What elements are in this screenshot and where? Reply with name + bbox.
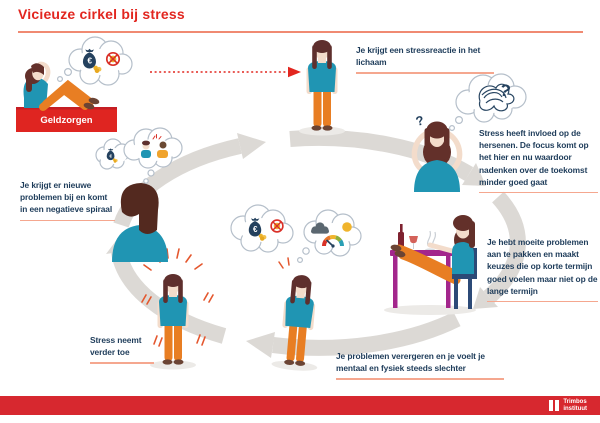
no-money-icon	[105, 51, 121, 67]
footer-bar: Trimbos instituut	[0, 396, 600, 415]
person-problems-worsen	[271, 257, 326, 373]
thought-bubble-money-center	[230, 204, 310, 264]
step-text-stress-increases: Stress neemt verder toe	[90, 334, 154, 364]
person-short-term-choices	[384, 215, 477, 315]
step-text-stress-reaction: Je krijgt een stressreactie in het licha…	[356, 44, 494, 74]
argument-icon	[141, 134, 168, 158]
stress-gauge-icon	[321, 234, 345, 248]
person-brain-focus	[411, 121, 463, 192]
logo-line1: Trimbos	[563, 399, 587, 405]
tangled-thoughts-icon	[478, 83, 515, 112]
cloud-icon	[311, 222, 329, 234]
trigger-arrow	[150, 66, 301, 78]
thought-bubble-money-topleft	[56, 36, 133, 86]
stress-marks	[141, 248, 214, 347]
logo-bar-icon	[549, 400, 554, 412]
step-text-new-problems: Je krijgt er nieuwe problemen bij en kom…	[20, 179, 115, 221]
step-text-short-term-choices: Je hebt moeite problemen aan te pakken e…	[487, 236, 598, 302]
trigger-label-geldzorgen: Geldzorgen	[40, 115, 93, 126]
logo-line2: instituut	[563, 405, 587, 412]
thought-bubble-mood-gauge	[303, 209, 362, 257]
trimbos-logo: Trimbos instituut	[549, 399, 587, 413]
step-text-problems-worsen: Je problemen verergeren en je voelt je m…	[336, 350, 504, 380]
thought-bubble-argument	[123, 127, 183, 169]
wine-glass-icon	[409, 236, 418, 249]
question-mark-icon: ?	[498, 80, 512, 101]
thought-bubble-tangled	[449, 73, 527, 131]
logo-text: Trimbos instituut	[563, 399, 587, 413]
title-underline	[18, 31, 583, 33]
no-money-icon	[270, 219, 284, 233]
person-geldzorgen	[23, 61, 100, 111]
logo-bar-icon	[554, 400, 559, 412]
question-mark-icon: ?	[414, 112, 425, 128]
sun-icon	[342, 222, 352, 232]
trigger-box	[16, 107, 117, 132]
step-text-brain-focus: Stress heeft invloed op de hersenen. De …	[479, 127, 598, 193]
page-title: Vicieuze cirkel bij stress	[18, 6, 185, 22]
person-stress-increases	[141, 248, 214, 370]
person-new-problems	[112, 183, 168, 262]
person-stress-reaction	[299, 40, 345, 136]
